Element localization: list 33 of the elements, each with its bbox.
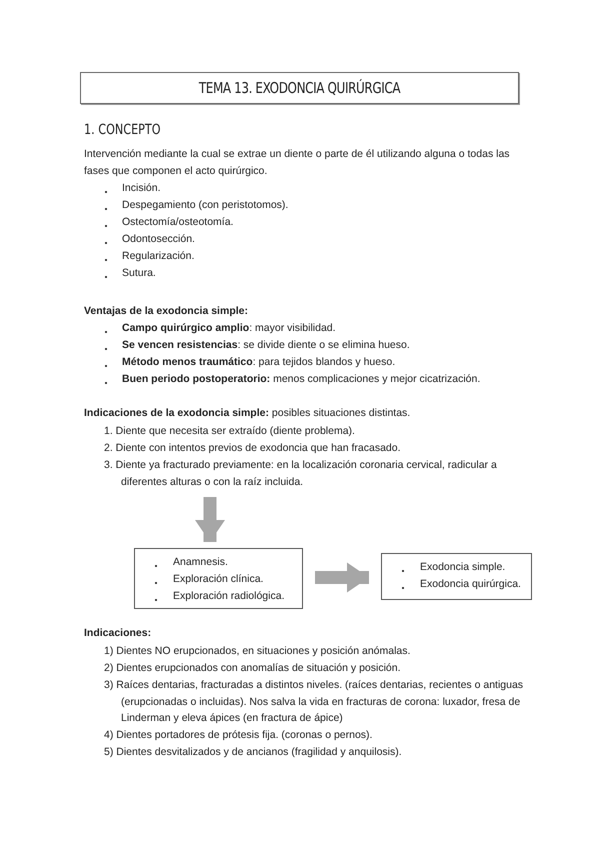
page-title: TEMA 13. EXODONCIA QUIRÚRGICA [198, 79, 402, 97]
list-item: Exploración clínica. [173, 572, 264, 587]
process-box [134, 548, 303, 609]
section-heading: 1. CONCEPTO [84, 122, 161, 138]
block-arrow [315, 562, 369, 592]
subheading: Indicaciones: [84, 626, 152, 641]
list-item: Sutura. [122, 266, 156, 281]
list-item: 3) Raíces dentarias, fracturadas a distintos niveles. (raíces dentarias, recientes o antiguas (erupcionadas o incluidas). Nos salva la vida en fracturas de corona: luxador, fresa de Linderman y eleva ápices (en fractura de ápice) [104, 678, 524, 726]
list-item: 1) Dientes NO erupcionados, en situaciones y posición anómalas. [104, 644, 412, 659]
list-item: Exploración radiológica. [173, 589, 284, 604]
list-item: 2) Dientes erupcionados con anomalías de situación y posición. [104, 661, 402, 676]
subheading: Indicaciones de la exodoncia simple: posibles situaciones distintas. [84, 406, 412, 421]
list-item: Anamnesis. [173, 555, 228, 570]
list-item: Método menos traumático: para tejidos blandos y hueso. [122, 355, 396, 370]
list-item: 1. Diente que necesita ser extraído (diente problema). [104, 424, 356, 439]
list-item: Exodoncia simple. [420, 560, 506, 575]
list-item: 3. Diente ya fracturado previamente: en la localización coronaria cervical, radicular a diferentes alturas o con la raíz incluida. [104, 458, 498, 490]
list-item: Incisión. [122, 181, 161, 196]
list-item: 4) Dientes portadores de prótesis fija. (coronas o pernos). [104, 728, 374, 743]
list-item: Buen periodo postoperatorio: menos complicaciones y mejor cicatrización. [122, 372, 480, 387]
block-arrow [195, 497, 225, 542]
paragraph: Intervención mediante la cual se extrae un diente o parte de él utilizando alguna o todas las fases que componen el acto quirúrgico. [84, 147, 511, 178]
list-item: Campo quirúrgico amplio: mayor visibilidad. [122, 321, 336, 336]
process-box [381, 553, 532, 600]
subheading: Ventajas de la exodoncia simple: [84, 304, 248, 319]
list-item: Ostectomía/osteotomía. [122, 215, 234, 230]
list-item: 2. Diente con intentos previos de exodoncia que han fracasado. [104, 441, 402, 456]
list-item: Exodoncia quirúrgica. [420, 577, 521, 592]
list-item: Despegamiento (con peristotomos). [122, 198, 288, 213]
list-item: 5) Dientes desvitalizados y de ancianos (fragilidad y anquilosis). [104, 745, 403, 760]
list-item: Regularización. [122, 249, 194, 264]
list-item: Odontosección. [122, 232, 195, 247]
list-item: Se vencen resistencias: se divide diente o se elimina hueso. [122, 338, 410, 353]
